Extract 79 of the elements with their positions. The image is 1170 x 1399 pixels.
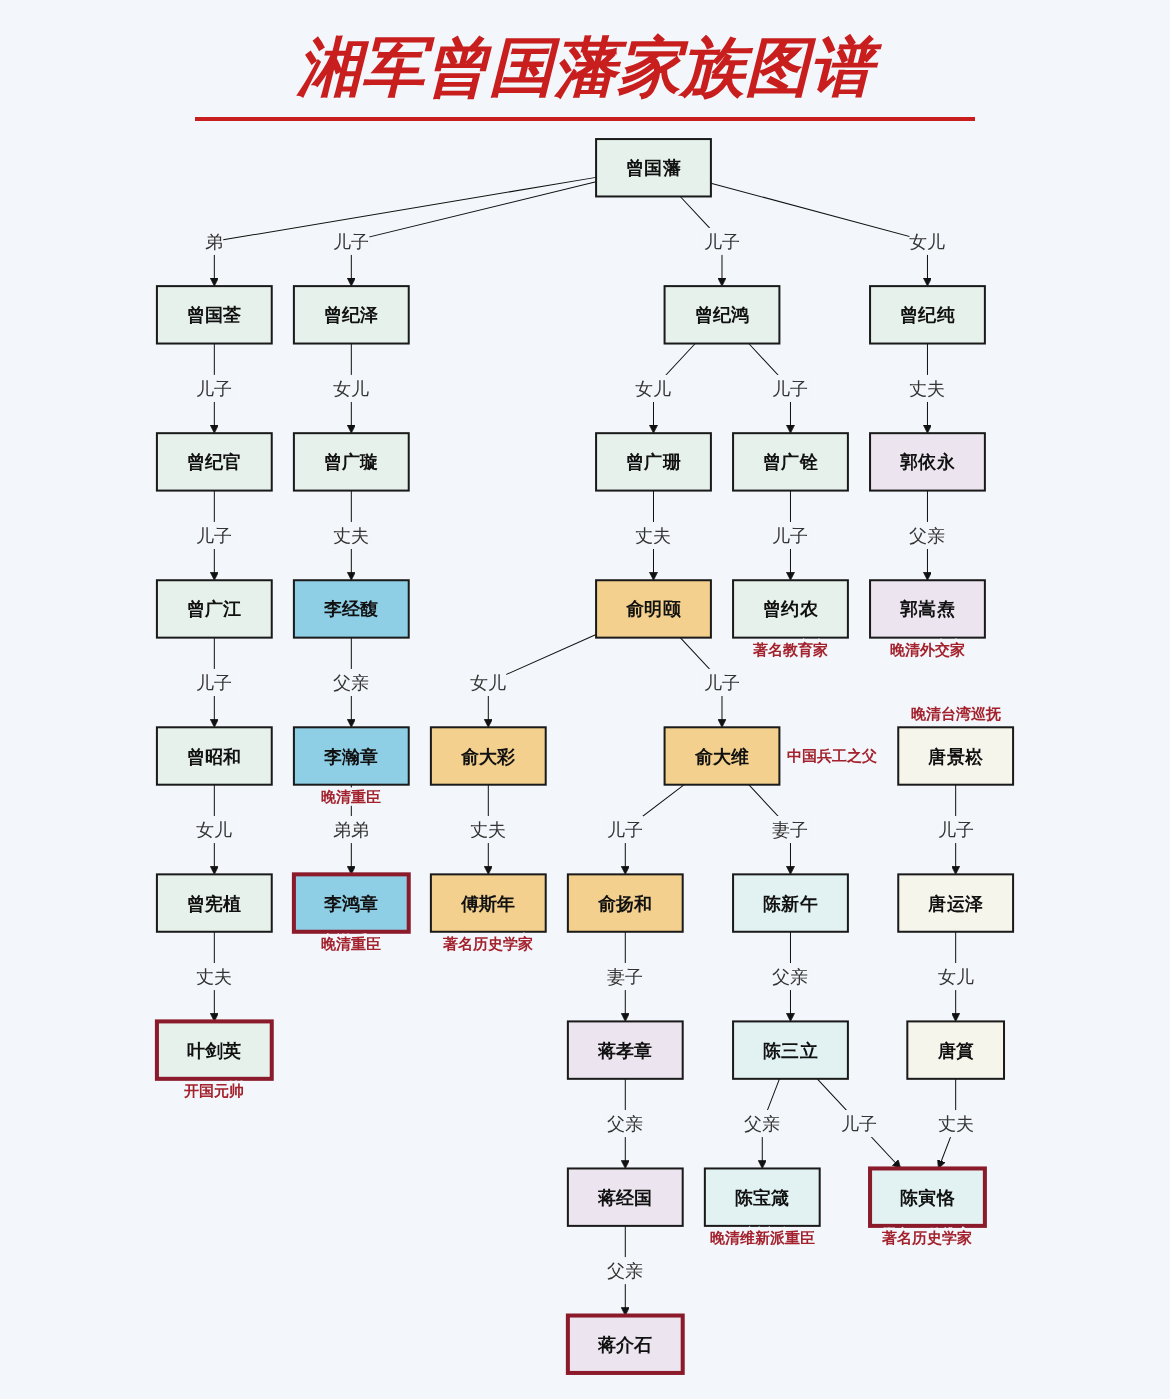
edge-label: 父亲 (772, 966, 809, 988)
edge-label: 女儿 (470, 671, 507, 694)
edge-label: 儿子 (333, 230, 370, 252)
person-note: 晚清维新派重臣 (709, 1229, 815, 1247)
edge-label: 儿子 (196, 671, 233, 694)
node-box: 李瀚章 (292, 726, 410, 786)
edge-label: 父亲 (333, 671, 370, 694)
node-box: 李鸿章 (291, 872, 411, 934)
node-box: 傅斯年 (429, 873, 547, 933)
edge-label: 父亲 (909, 524, 946, 546)
node-box: 郭依永 (869, 432, 986, 492)
node-box: 陈寅恪 (868, 1166, 987, 1228)
node-box: 曾广铨 (732, 432, 849, 492)
person-note: 著名历史学家 (443, 934, 534, 953)
person-note: 晚清外交家 (889, 640, 965, 659)
person-note: 晚清重臣 (321, 934, 382, 953)
node-box: 唐景崧 (897, 726, 1015, 786)
node-box: 曾广江 (155, 579, 273, 639)
node-box: 郭嵩焘 (869, 579, 986, 639)
person-note: 著名历史学家 (882, 1229, 973, 1247)
person-note: 开国元帅 (184, 1081, 245, 1100)
node-box: 俞大维 (663, 726, 781, 786)
edge-label: 弟弟 (333, 818, 370, 841)
edge-label: 儿子 (196, 524, 233, 546)
edge-label: 儿子 (703, 230, 741, 252)
arrow (346, 181, 597, 287)
edge-label: 女儿 (937, 966, 974, 988)
person-note: 中国兵工之父 (787, 747, 878, 766)
edge-label: 父亲 (744, 1113, 781, 1135)
edge-label: 父亲 (607, 1260, 644, 1282)
node-box: 陈宝箴 (703, 1167, 821, 1227)
node-box: 曾宪植 (155, 873, 273, 933)
edge-label: 儿子 (772, 524, 809, 546)
node-box: 蒋孝章 (566, 1020, 684, 1080)
node-box: 叶剑英 (154, 1019, 274, 1081)
node-box: 曾广璇 (292, 432, 410, 492)
edge-label: 丈夫 (909, 377, 946, 399)
person-note: 晚清台湾巡抚 (910, 705, 1001, 724)
edge-label: 女儿 (333, 377, 370, 399)
node-box: 曾国荃 (155, 285, 273, 345)
node-box: 唐篔 (906, 1020, 1006, 1080)
node-box: 陈新午 (732, 873, 849, 933)
edge-label: 女儿 (635, 377, 672, 399)
diagram-title: 湘军曾国藩家族图谱 (195, 24, 975, 121)
edge-label: 儿子 (607, 818, 644, 841)
edge-label: 儿子 (937, 818, 974, 841)
edge-label: 儿子 (772, 377, 809, 399)
node-box: 曾约农 (732, 579, 849, 639)
node-box: 曾广珊 (595, 432, 712, 492)
node-box: 蒋经国 (566, 1167, 684, 1227)
edge-label: 儿子 (703, 671, 741, 694)
node-box: 陈三立 (732, 1020, 849, 1080)
node-box: 俞明颐 (595, 579, 712, 639)
node-box: 唐运泽 (897, 873, 1015, 933)
node-box: 曾纪官 (155, 432, 273, 492)
edge-label: 丈夫 (196, 966, 233, 988)
edge-label: 弟 (205, 230, 224, 252)
edge-label: 儿子 (196, 377, 233, 399)
node-box: 曾纪纯 (869, 285, 986, 345)
node-box: 俞大彩 (429, 726, 547, 786)
edge-label: 女儿 (196, 818, 233, 841)
node-box: 俞扬和 (566, 873, 684, 933)
node-box: 曾国藩 (595, 138, 712, 198)
edge-label: 丈夫 (470, 818, 507, 841)
edge-label: 儿子 (840, 1113, 878, 1135)
person-note: 著名教育家 (753, 640, 828, 659)
node-box: 曾纪鸿 (663, 285, 781, 345)
node-box: 曾纪泽 (292, 285, 410, 345)
edge-label: 丈夫 (937, 1113, 974, 1135)
edge-label: 父亲 (607, 1113, 644, 1135)
edge-label: 妻子 (607, 966, 644, 988)
edge-label: 丈夫 (635, 524, 672, 546)
edge-label: 妻子 (772, 818, 809, 841)
edge-label: 女儿 (909, 230, 946, 252)
arrow (209, 176, 597, 287)
edge-label: 丈夫 (333, 524, 370, 546)
node-box: 曾昭和 (155, 726, 273, 786)
node-box: 李经馥 (292, 579, 410, 639)
node-box: 蒋介石 (565, 1313, 685, 1375)
